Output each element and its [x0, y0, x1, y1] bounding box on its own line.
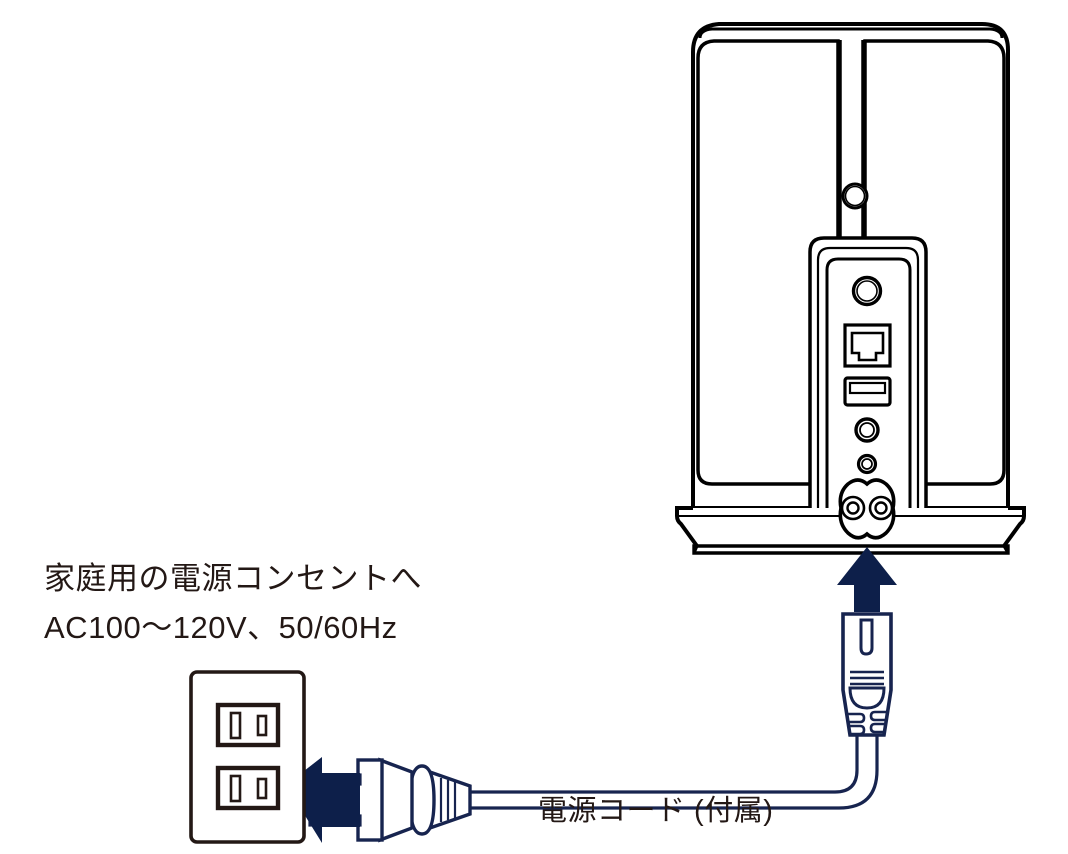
device-center-channel: [838, 40, 865, 250]
connector-ridge-right-2: [869, 722, 884, 734]
cord-line-left-segment: [470, 790, 540, 810]
usb-port-tongue-icon: [848, 381, 887, 395]
socket-lower-slot-neutral: [229, 774, 242, 803]
ethernet-port-keyway-icon: [850, 331, 885, 362]
socket-lower: [215, 765, 281, 811]
connector-ridge-right-1: [869, 710, 886, 722]
plug-body-taper: [378, 757, 414, 843]
wall-outlet: [189, 670, 306, 844]
ac-inlet-contact-left-pin-icon: [846, 501, 860, 515]
connector-ridge-left-2: [850, 724, 866, 736]
device-top-edge: [698, 27, 1004, 39]
cord-line-outer: [540, 735, 879, 810]
cord-label: 電源コード (付属): [538, 795, 774, 827]
small-round-port-inner-icon: [861, 458, 873, 470]
connector-keyway-icon: [859, 618, 874, 656]
screw-hole-inner-icon: [844, 185, 866, 207]
socket-upper-slot-hot: [256, 714, 268, 737]
outlet-label-line1: 家庭用の電源コンセントへ: [44, 561, 422, 596]
socket-lower-frame: [215, 765, 281, 811]
reset-button-inner-ring-icon: [856, 280, 878, 302]
connector-ridge-left-1: [848, 712, 866, 724]
socket-lower-slot-hot: [256, 777, 268, 800]
network-storage-device: [675, 22, 1026, 555]
outlet-label-line2: AC100〜120V、50/60Hz: [44, 610, 398, 645]
connector-grip-ribs-icon: [850, 670, 884, 686]
outlet-faceplate: [189, 670, 306, 844]
cord-line-inner: [540, 735, 859, 794]
connector-grip-arc-icon: [848, 686, 886, 710]
device-foot-corners: [692, 545, 1010, 554]
device-foot-bar: [692, 544, 1010, 555]
plug-strain-relief-ribs-icon: [439, 778, 457, 822]
ac-power-inlet: [838, 478, 896, 540]
socket-upper-slot-neutral: [229, 711, 242, 740]
ac-inlet-contact-right-pin-icon: [874, 501, 888, 515]
plug-body: [356, 758, 384, 842]
plug-strain-relief: [428, 769, 472, 831]
iec-c7-connector: [841, 612, 893, 737]
large-round-port-inner-icon: [859, 422, 875, 438]
socket-upper: [215, 702, 281, 748]
arrow-to-power-inlet: [837, 547, 897, 612]
socket-upper-frame: [215, 702, 281, 748]
